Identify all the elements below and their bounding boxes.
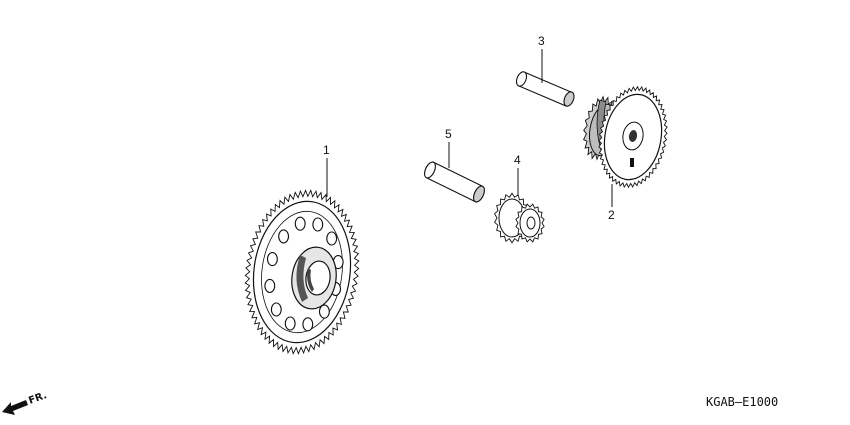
callout-2: 2	[608, 208, 615, 222]
callout-5: 5	[445, 127, 452, 141]
large-gear-inner-ring	[261, 210, 343, 334]
diagram-code: KGAB—E1000	[706, 395, 778, 409]
lightening-hole	[302, 317, 314, 332]
lightening-hole	[284, 316, 296, 331]
lightening-hole	[312, 217, 324, 232]
leader-lines	[326, 49, 613, 207]
front-label: FR.	[27, 390, 48, 407]
small-double-gear	[494, 192, 545, 244]
lightening-hole	[270, 302, 282, 317]
callout-4: 4	[514, 153, 521, 167]
upper-shaft-pin	[515, 71, 575, 107]
callout-1: 1	[323, 143, 330, 157]
front-arrow-icon	[2, 400, 28, 415]
lightening-hole	[278, 229, 290, 244]
lower-shaft-pin	[424, 161, 485, 203]
lightening-hole	[264, 278, 276, 293]
compound-idle-gear	[582, 85, 668, 189]
lightening-hole	[318, 304, 330, 319]
large-driven-gear	[244, 189, 360, 355]
callout-3: 3	[538, 34, 545, 48]
lightening-hole	[326, 231, 338, 246]
front-direction-indicator: FR.	[2, 390, 48, 415]
lightening-hole	[266, 252, 278, 267]
compound-gear-slot	[630, 158, 634, 167]
lightening-hole	[294, 216, 306, 231]
large-gear-lightening-holes	[264, 216, 344, 332]
compound-gear-bore	[628, 130, 638, 142]
large-gear-hub-shading	[296, 255, 308, 302]
large-gear-hub-bore-shade	[307, 268, 314, 292]
